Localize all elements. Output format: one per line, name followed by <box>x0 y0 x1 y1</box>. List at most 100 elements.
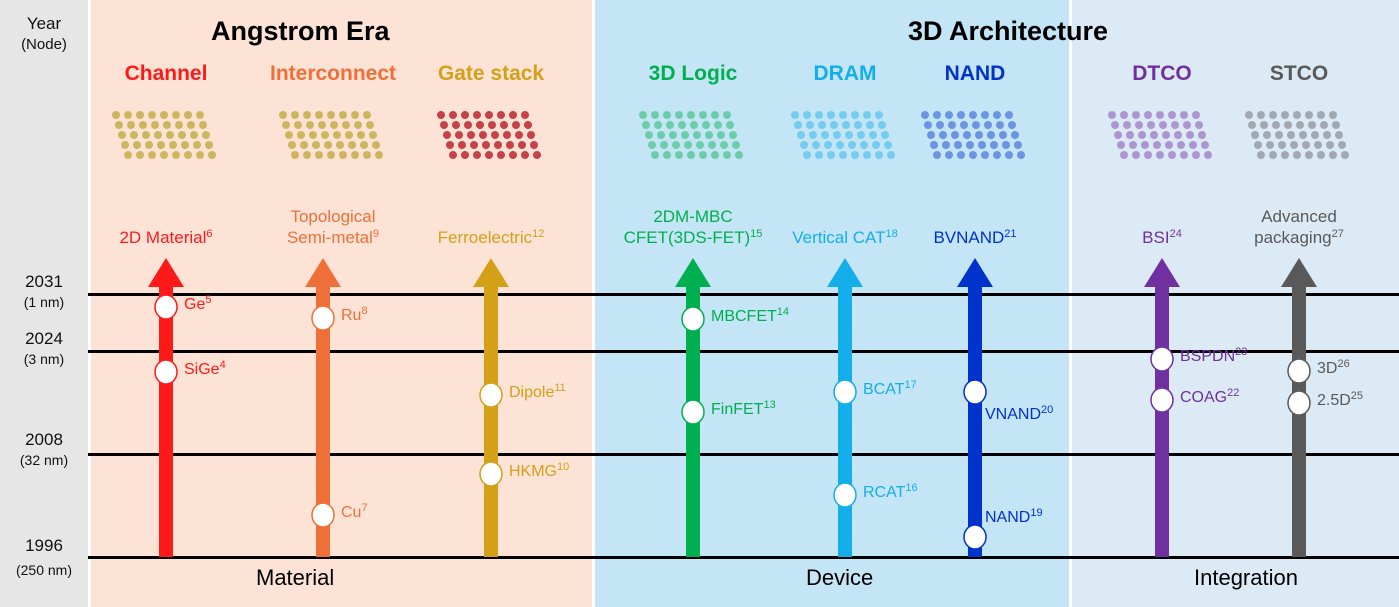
milestone-name: FinFET <box>711 401 764 418</box>
milestone-label-dipole: Dipole11 <box>509 382 566 402</box>
milestone-label-sige: SiGe4 <box>184 359 226 379</box>
tech-line: Semi-metal <box>286 228 373 247</box>
reference-number: 10 <box>557 461 570 473</box>
milestone-marker <box>963 524 987 550</box>
milestone-name: MBCFET <box>711 308 777 325</box>
axis-year: 1996 <box>25 536 63 555</box>
tech-line: 2D Material <box>119 228 207 247</box>
category-gate-stack: Gate stack <box>437 62 545 85</box>
milestone-label-finfet: FinFET13 <box>711 399 776 419</box>
reference-number: 14 <box>776 306 790 318</box>
axis-node: (1 nm) <box>23 294 65 310</box>
reference-number: 4 <box>219 359 226 371</box>
axis-node: (32 nm) <box>19 452 69 468</box>
timeline-divider-2008 <box>88 453 1399 456</box>
arrow-head <box>473 258 509 287</box>
milestone-marker <box>833 379 857 405</box>
future-technology-label: 2DM-MBC CFET(3DS-FET)15 <box>593 206 793 248</box>
category-3d-logic: 3D Logic <box>648 62 738 85</box>
milestone-marker <box>681 306 705 332</box>
era-title-angstrom: Angstrom Era <box>211 16 390 46</box>
future-technology-label: 2D Material6 <box>66 227 266 248</box>
cfet-structure-icon <box>639 111 743 159</box>
milestone-label-ru: Ru8 <box>341 306 368 325</box>
tech-line: 2DM-MBC <box>653 207 733 226</box>
category-interconnect: Interconnect <box>269 62 397 85</box>
arrow-head <box>827 258 863 287</box>
reference-number: 22 <box>1227 387 1240 399</box>
reference-number: 5 <box>205 294 212 306</box>
arrow-shaft <box>838 285 852 557</box>
milestone-marker <box>963 379 987 405</box>
milestone-label-rcat: RCAT16 <box>863 482 918 502</box>
arrow-head <box>148 258 184 287</box>
milestone-marker <box>311 502 335 528</box>
reference-number: 26 <box>1337 358 1350 370</box>
ferroelectric-lattice-icon <box>437 111 541 159</box>
milestone-name: 2.5D <box>1317 392 1351 409</box>
section-material: Material <box>256 565 335 590</box>
arrow-head <box>957 258 993 287</box>
vertical-dram-structure-icon <box>791 111 895 159</box>
milestone-name: BCAT <box>863 381 905 398</box>
milestone-label-cu: Cu7 <box>341 503 368 522</box>
milestone-name: VNAND <box>985 406 1042 423</box>
milestone-marker <box>1150 346 1174 372</box>
reference-number: 20 <box>1041 404 1054 416</box>
milestone-label-nand: NAND19 <box>985 507 1043 527</box>
3d-nand-structure-icon <box>921 111 1025 159</box>
milestone-label-mbcfet: MBCFET14 <box>711 306 790 326</box>
category-dtco: DTCO <box>1132 62 1192 85</box>
device-panel <box>595 0 1069 607</box>
reference-number: 13 <box>763 399 776 411</box>
milestone-name: SiGe <box>184 361 220 378</box>
axis-year: 2031 <box>25 272 63 291</box>
milestone-marker <box>154 294 178 320</box>
milestone-label-bspdn: BSPDN23 <box>1180 346 1248 366</box>
bsi-structure-icon <box>1108 111 1212 159</box>
milestone-marker <box>154 359 178 385</box>
arrow-head <box>1144 258 1180 287</box>
timeline-divider-2031 <box>88 293 1399 296</box>
reference-number: 16 <box>905 482 918 494</box>
reference-number: 23 <box>1235 346 1248 358</box>
axis-year: 2008 <box>25 430 63 449</box>
milestone-name: RCAT <box>863 484 906 501</box>
milestone-name: NAND <box>985 509 1031 526</box>
future-technology-label: BVNAND21 <box>875 227 1075 248</box>
milestone-label-vnand: VNAND20 <box>985 404 1054 424</box>
milestone-marker <box>833 482 857 508</box>
arrow-shaft <box>316 285 330 557</box>
milestone-name: Dipole <box>509 384 555 401</box>
reference-number: 19 <box>1030 507 1043 519</box>
topological-semimetal-lattice-icon <box>279 111 383 159</box>
arrow-shaft <box>1292 285 1306 557</box>
axis-node: (250 nm) <box>15 562 73 578</box>
reference-number: 15 <box>750 228 763 240</box>
tech-line: Advanced <box>1261 207 1337 226</box>
tech-line: CFET(3DS-FET) <box>623 228 751 247</box>
reference-number: 24 <box>1169 228 1182 240</box>
milestone-label-bcat: BCAT17 <box>863 380 917 399</box>
reference-number: 11 <box>554 382 566 394</box>
arrow-head <box>675 258 711 287</box>
arrow-shaft <box>484 285 498 557</box>
tech-line: Ferroelectric <box>437 228 533 247</box>
milestone-marker <box>1287 390 1311 416</box>
milestone-marker <box>681 399 705 425</box>
timeline-divider-1996 <box>88 556 1399 559</box>
reference-number: 25 <box>1350 390 1364 402</box>
category-dram: DRAM <box>813 62 877 85</box>
arrow-shaft <box>1155 285 1169 557</box>
future-technology-label: Ferroelectric12 <box>391 227 591 248</box>
category-channel: Channel <box>124 62 208 85</box>
arrow-shaft <box>968 285 982 557</box>
milestone-marker <box>1287 358 1311 384</box>
milestone-name: Ru <box>341 307 362 324</box>
era-title-3d: 3D Architecture <box>908 16 1109 46</box>
axis-title: Year <box>26 14 62 33</box>
